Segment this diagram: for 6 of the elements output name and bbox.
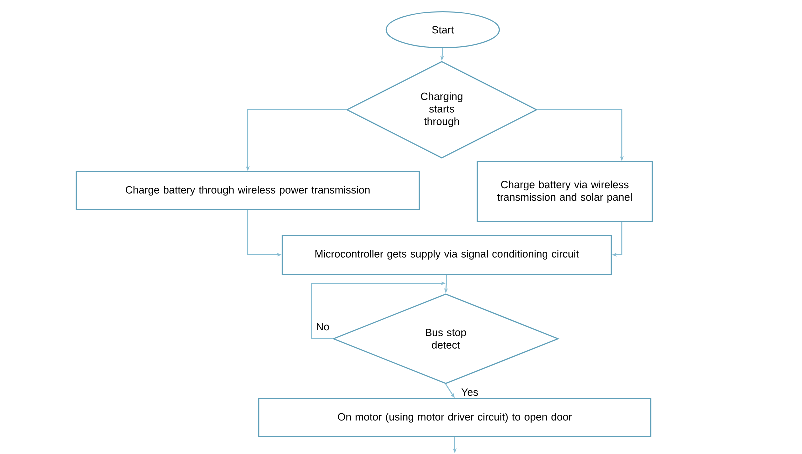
process-box: Microcontroller gets supply via signal conditioning circuit — [282, 234, 612, 276]
process-box: Charge battery through wireless power transmission — [76, 171, 420, 211]
process-box: On motor (using motor driver circuit) to open door — [258, 398, 652, 438]
process-box: Charge battery via wireless transmission and solar panel — [476, 161, 654, 223]
edge-label: No — [317, 323, 330, 331]
edge-label: Yes — [462, 388, 478, 396]
